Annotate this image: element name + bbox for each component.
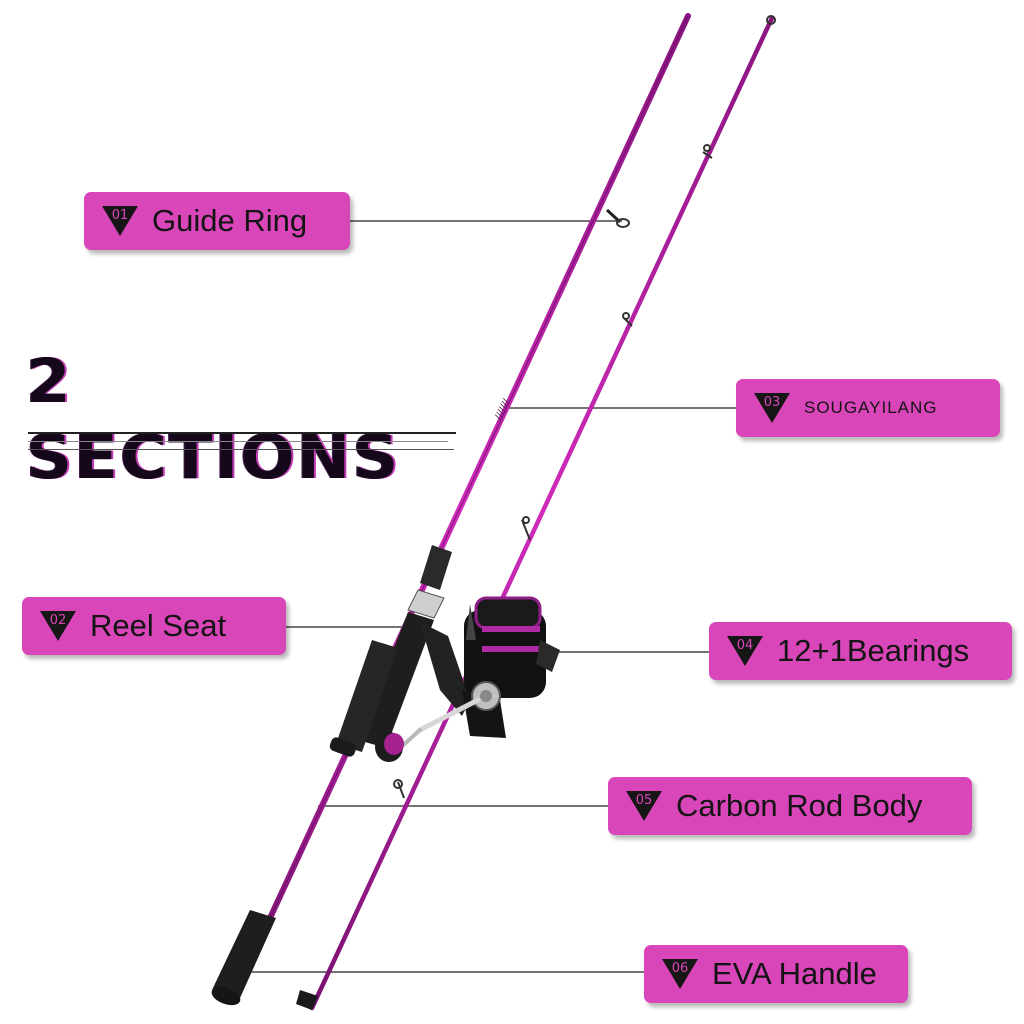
spinning-reel-icon <box>375 596 560 762</box>
eva-handle-icon <box>211 910 276 1006</box>
label-reel-seat-text: Reel Seat <box>90 608 227 643</box>
rod-section-right <box>296 15 776 1011</box>
headline-rule-mid <box>28 441 448 442</box>
label-reel-seat: 02 Reel Seat <box>22 597 286 655</box>
label-carbon-rod-body-text: Carbon Rod Body <box>676 788 923 823</box>
label-guide-ring-text: Guide Ring <box>152 203 308 238</box>
headline: 2 SECTIONS <box>26 340 466 493</box>
label-bearings-text: 12+1Bearings <box>777 633 970 668</box>
label-eva-handle: 06 EVA Handle <box>644 945 908 1003</box>
label-sougayilang-text: SOUGAYILANG <box>804 398 938 417</box>
badge-03: 03 <box>754 393 790 423</box>
label-sougayilang: 03 SOUGAYILANG <box>736 379 1000 437</box>
badge-06-number: 06 <box>671 961 689 976</box>
label-bearings: 04 12+1Bearings <box>709 622 1012 680</box>
badge-05: 05 <box>626 791 662 821</box>
badge-05-number: 05 <box>635 793 653 808</box>
badge-01: 01 <box>102 206 138 236</box>
badge-04-number: 04 <box>736 638 754 653</box>
reel-seat-icon <box>329 545 452 757</box>
label-guide-ring: 01 Guide Ring <box>84 192 350 250</box>
badge-02: 02 <box>40 611 76 641</box>
label-eva-handle-text: EVA Handle <box>712 956 877 991</box>
headline-rule-top <box>28 432 456 434</box>
guide-ring-icon <box>605 208 630 228</box>
badge-01-number: 01 <box>111 208 129 223</box>
rod-section-left: /////// <box>211 13 691 1006</box>
badge-06: 06 <box>662 959 698 989</box>
badge-03-number: 03 <box>763 395 781 410</box>
leader-lines <box>236 220 737 973</box>
headline-rule-bottom <box>28 449 454 450</box>
badge-02-number: 02 <box>49 613 67 628</box>
label-carbon-rod-body: 05 Carbon Rod Body <box>608 777 972 835</box>
headline-text: 2 SECTIONS <box>26 346 401 494</box>
badge-04: 04 <box>727 636 763 666</box>
